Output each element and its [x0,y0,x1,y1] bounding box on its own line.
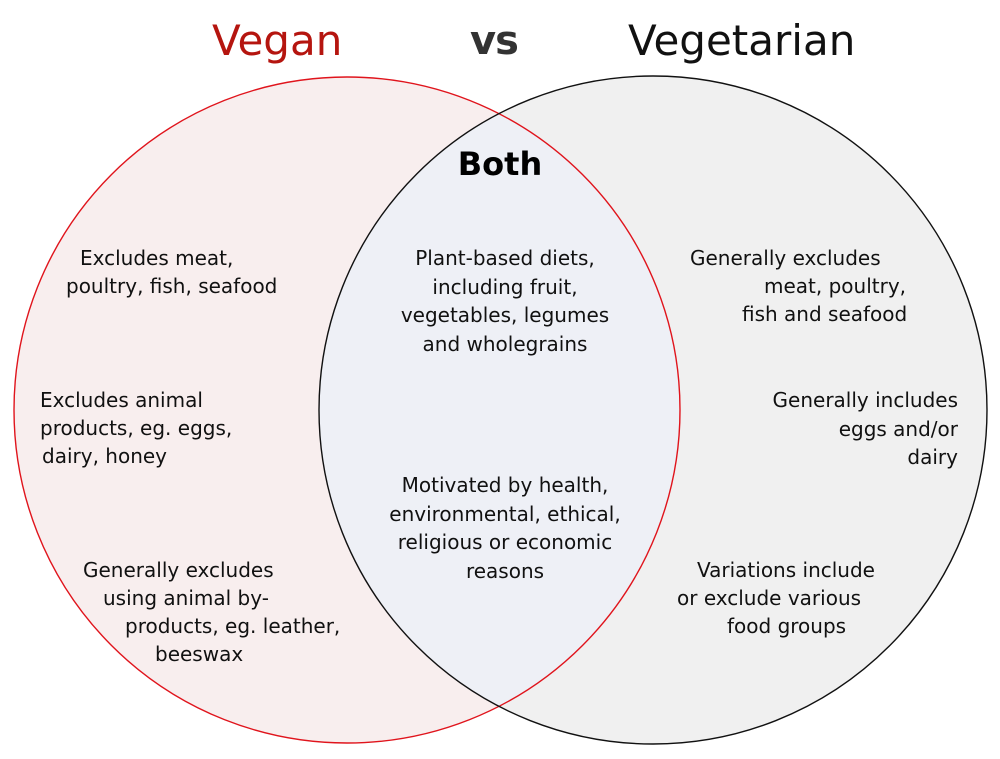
vegetarian-item-2: Generally includes eggs and/or dairy [773,386,958,472]
overlap-region [319,77,680,743]
text-line: Variations include [697,558,875,582]
text-line: products, eg. eggs, [40,416,233,440]
text-line: Excludes meat, [80,246,234,270]
text-line: Generally excludes [690,246,881,270]
text-line: or exclude various [677,586,862,610]
text-line: dairy [907,445,958,469]
text-line: food groups [727,614,847,638]
text-line: meat, poultry, [764,274,907,298]
text-line: using animal by- [103,586,269,610]
both-item-1: Plant-based diets, including fruit, vege… [355,244,655,358]
text-line: Plant-based diets, [415,246,595,270]
text-line: Excludes animal [40,388,203,412]
text-line: vegetables, legumes [400,303,610,327]
text-line: environmental, ethical, [389,501,621,526]
vegetarian-title: Vegetarian [628,16,856,65]
both-item-2: Motivated by health, environmental, ethi… [355,471,655,585]
vegan-title: Vegan [212,16,343,65]
text-line: dairy, honey [42,444,168,468]
vegan-circle-outline [13,76,681,744]
text-line: Motivated by health, [401,473,609,497]
text-line: and wholegrains [422,331,588,356]
vs-label: vs [470,18,519,64]
text-line: Generally includes [772,388,958,412]
text-line: including fruit, [432,274,578,299]
text-line: fish and seafood [742,302,908,326]
text-line: poultry, fish, seafood [66,274,278,298]
both-heading: Both [457,145,543,183]
text-line: Generally excludes [83,558,274,582]
text-line: products, eg. leather, [125,614,341,638]
text-line: religious or economic [397,530,613,554]
text-line: eggs and/or [838,416,958,441]
text-line: beeswax [155,642,244,666]
text-line: reasons [465,558,545,583]
vegetarian-circle-outline [318,75,988,745]
